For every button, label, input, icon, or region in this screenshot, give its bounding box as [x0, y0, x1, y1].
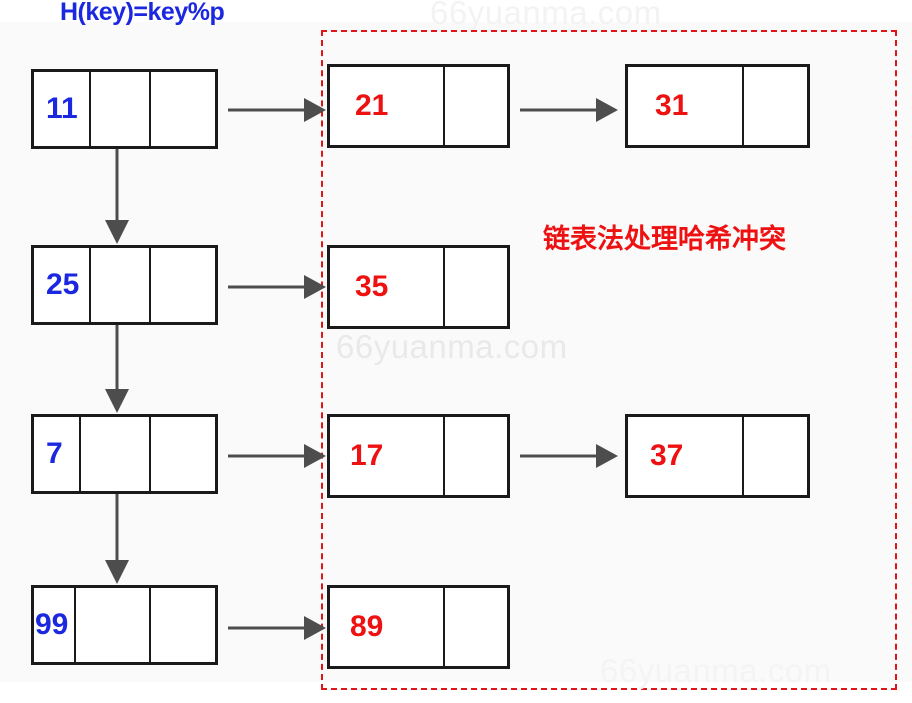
arrow-head [105, 389, 129, 413]
bucket-node-11-key: 11 [46, 92, 78, 125]
bucket-node-7-key-cell: 7 [34, 417, 79, 491]
arrow-shaft [115, 494, 119, 562]
bucket-node-11-key-cell: 11 [34, 72, 89, 146]
chain-node-89-key-cell: 89 [330, 588, 443, 666]
arrow-head [304, 444, 326, 468]
bucket-node-7-cell-3 [149, 417, 215, 491]
chain-node-31: 31 [625, 64, 810, 148]
chain-region-dashed-border [321, 30, 897, 690]
chain-node-31-cell-2 [742, 67, 807, 145]
arrow-head [596, 444, 618, 468]
bucket-node-7-key: 7 [46, 437, 63, 470]
bucket-node-11-cell-3 [149, 72, 215, 146]
chain-node-35-key-cell: 35 [330, 248, 443, 326]
bucket-node-11-cell-2 [89, 72, 149, 146]
chain-node-35-cell-2 [443, 248, 507, 326]
bucket-node-25: 25 [31, 245, 218, 325]
bucket-node-99-cell-3 [149, 588, 215, 662]
arrow-bucket-25-to-7 [105, 325, 129, 415]
bucket-node-7: 7 [31, 414, 218, 494]
arrow-bucket-11-to-25 [105, 149, 129, 246]
arrow-head [304, 275, 326, 299]
watermark-bottom: 66yuanma.com [600, 652, 832, 689]
chain-node-17-cell-2 [443, 417, 507, 495]
arrow-bucket-7-to-17 [228, 444, 326, 468]
bucket-node-11: 11 [31, 69, 218, 149]
chain-node-37-key: 37 [650, 439, 684, 472]
bucket-node-25-cell-2 [89, 248, 149, 322]
chain-node-31-key-cell: 31 [628, 67, 742, 145]
bucket-node-7-cell-2 [79, 417, 149, 491]
arrow-bucket-11-to-21 [228, 98, 326, 122]
chain-node-17-key: 17 [350, 439, 384, 472]
arrow-head [105, 220, 129, 244]
chain-node-37-key-cell: 37 [628, 417, 742, 495]
arrow-21-to-31 [520, 98, 620, 122]
chain-node-21-cell-2 [443, 67, 507, 145]
chain-node-21: 21 [327, 64, 510, 148]
arrow-shaft [228, 626, 306, 630]
arrow-shaft [228, 108, 306, 112]
arrow-shaft [228, 285, 306, 289]
bucket-node-25-cell-3 [149, 248, 215, 322]
arrow-shaft [520, 108, 598, 112]
arrow-shaft [228, 454, 306, 458]
arrow-shaft [115, 149, 119, 222]
arrow-head [105, 560, 129, 584]
arrow-bucket-99-to-89 [228, 616, 326, 640]
page-title: H(key)=key%p [60, 0, 225, 26]
arrow-17-to-37 [520, 444, 620, 468]
arrow-bucket-25-to-35 [228, 275, 326, 299]
bucket-node-99-key: 99 [35, 608, 69, 641]
arrow-head [304, 616, 326, 640]
chain-node-17-key-cell: 17 [330, 417, 443, 495]
chain-node-31-key: 31 [655, 89, 689, 122]
arrow-head [596, 98, 618, 122]
chain-node-89: 89 [327, 585, 510, 669]
chain-node-89-cell-2 [443, 588, 507, 666]
bucket-node-99-key-cell: 99 [34, 588, 74, 662]
arrow-shaft [520, 454, 598, 458]
chain-node-37: 37 [625, 414, 810, 498]
arrow-bucket-7-to-99 [105, 494, 129, 586]
chain-node-37-cell-2 [742, 417, 807, 495]
watermark-top: 66yuanma.com [430, 0, 662, 31]
chain-node-35: 35 [327, 245, 510, 329]
chain-node-35-key: 35 [355, 270, 389, 303]
bucket-node-99-cell-2 [74, 588, 149, 662]
bucket-node-25-key-cell: 25 [34, 248, 89, 322]
watermark-center: 66yuanma.com [336, 328, 568, 365]
arrow-shaft [115, 325, 119, 391]
bucket-node-99: 99 [31, 585, 218, 665]
bucket-node-25-key: 25 [46, 268, 80, 301]
diagram-caption: 链表法处理哈希冲突 [543, 224, 786, 255]
chain-node-21-key: 21 [355, 89, 389, 122]
chain-node-21-key-cell: 21 [330, 67, 443, 145]
arrow-head [304, 98, 326, 122]
chain-node-89-key: 89 [350, 610, 384, 643]
chain-node-17: 17 [327, 414, 510, 498]
